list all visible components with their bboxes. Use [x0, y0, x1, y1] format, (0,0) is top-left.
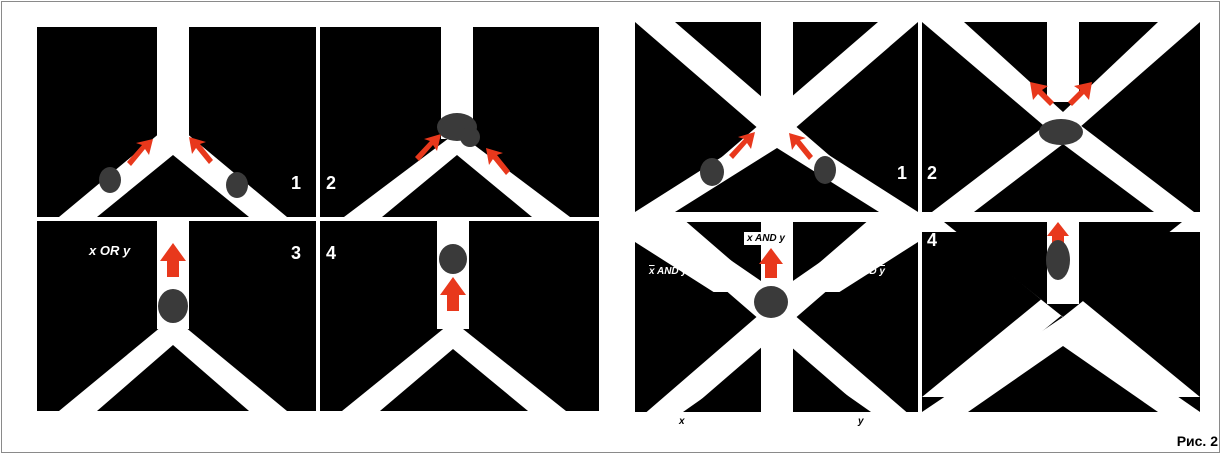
panel-number: 2	[927, 163, 937, 184]
particle-cloud-merged-2	[460, 127, 480, 147]
label-x: x	[85, 387, 92, 402]
and-panel-1: 1	[635, 22, 918, 212]
label-y: y	[248, 387, 255, 402]
and-panel-3: x AND y x AND y x AND y 3	[635, 222, 918, 412]
or-panel-1: 1	[37, 27, 316, 217]
particle-cloud-x	[700, 158, 724, 186]
panel-number: 3	[291, 243, 301, 264]
particle-cloud-y	[226, 172, 248, 198]
or-panel-4: 4	[320, 221, 599, 411]
label-not-x-and-y: x AND y	[649, 266, 687, 277]
particle-cloud	[158, 289, 188, 323]
and-panel-4-diagram	[922, 222, 1200, 412]
label-x-or-y: x OR y	[89, 243, 130, 258]
and-panel-2-diagram	[922, 22, 1200, 212]
and-panel-1-diagram	[635, 22, 918, 212]
panel-number: 1	[291, 173, 301, 194]
or-panel-2: 2	[320, 27, 599, 217]
and-panel-2: 2	[922, 22, 1200, 212]
particle-cloud-y	[814, 156, 836, 184]
or-panel-2-diagram	[320, 27, 599, 217]
particle-cloud	[439, 244, 467, 274]
panel-number: 1	[897, 163, 907, 184]
label-x-and-y: x AND y	[744, 232, 788, 245]
panel-number: 4	[927, 230, 937, 251]
panel-number: 2	[326, 173, 336, 194]
figure-caption: Рис. 2	[1177, 433, 1218, 449]
axis-label-y: y	[858, 416, 864, 427]
or-panel-1-diagram	[37, 27, 316, 217]
particle-cloud-merged	[1039, 119, 1083, 145]
or-panel-3-diagram	[37, 221, 316, 411]
axis-label-x: x	[679, 416, 685, 427]
particle-cloud	[754, 286, 788, 318]
or-panel-3: x OR y 3 x y	[37, 221, 316, 411]
or-panel-4-diagram	[320, 221, 599, 411]
panel-number: 4	[326, 243, 336, 264]
and-panel-4: 4	[922, 222, 1200, 412]
and-panel-3-diagram	[635, 222, 918, 412]
panel-number: 3	[897, 230, 907, 251]
label-x-and-not-y: x AND y	[847, 266, 885, 277]
particle-cloud-x	[99, 167, 121, 193]
particle-cloud	[1046, 240, 1070, 280]
